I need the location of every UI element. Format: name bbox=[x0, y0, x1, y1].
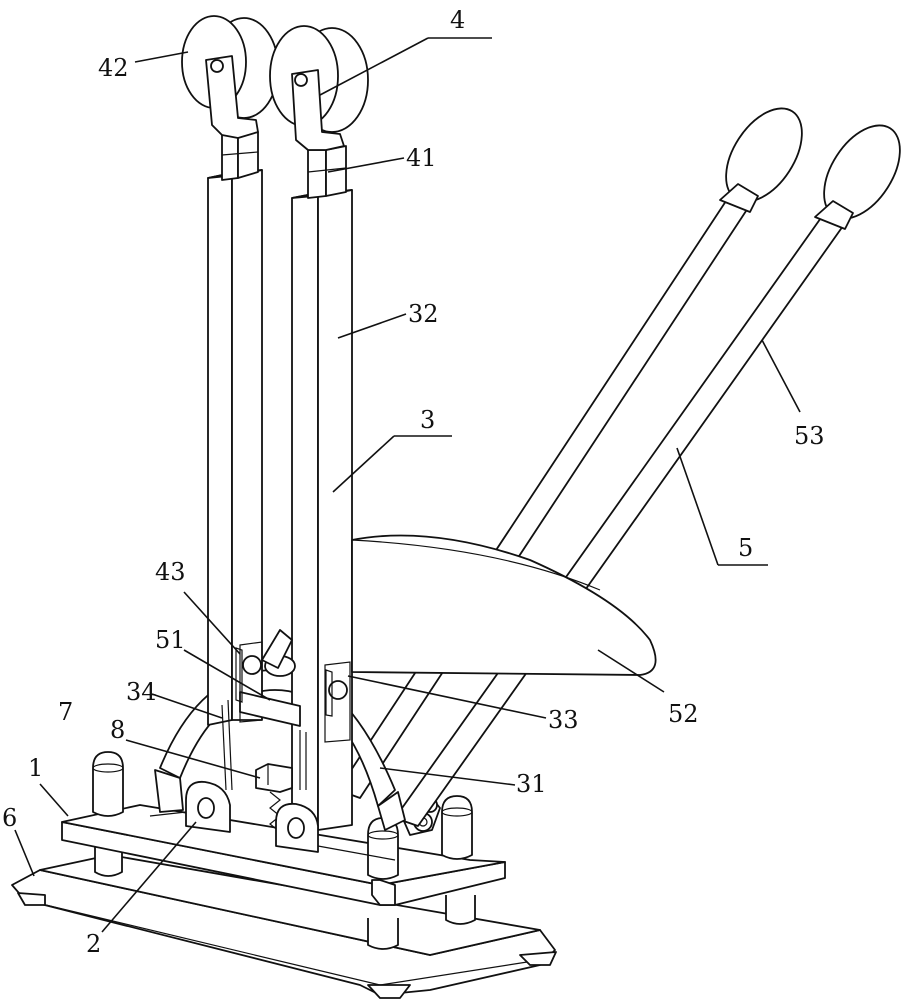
seat bbox=[351, 534, 657, 676]
label-5: 5 bbox=[738, 534, 753, 562]
label-6: 6 bbox=[2, 804, 17, 832]
label-1: 1 bbox=[28, 754, 43, 782]
callout-labels: 42 4 41 32 3 53 5 43 51 34 33 52 7 8 31 … bbox=[2, 6, 825, 958]
spring-bolt bbox=[221, 699, 307, 833]
small-brackets bbox=[149, 780, 396, 861]
label-42: 42 bbox=[98, 54, 129, 82]
label-52: 52 bbox=[668, 700, 699, 728]
support-feet bbox=[94, 845, 476, 950]
label-53: 53 bbox=[794, 422, 825, 450]
label-4: 4 bbox=[450, 6, 465, 34]
columns bbox=[207, 131, 353, 837]
linkage bbox=[235, 629, 348, 727]
pulleys bbox=[181, 15, 369, 151]
label-51: 51 bbox=[155, 626, 186, 654]
base-plate bbox=[11, 854, 557, 999]
label-32: 32 bbox=[408, 300, 439, 328]
handle-rods bbox=[337, 107, 901, 827]
label-43: 43 bbox=[155, 558, 186, 586]
label-2: 2 bbox=[86, 930, 101, 958]
label-3: 3 bbox=[420, 406, 435, 434]
label-8: 8 bbox=[110, 716, 125, 744]
label-33: 33 bbox=[548, 706, 579, 734]
pillars bbox=[92, 751, 473, 880]
label-31: 31 bbox=[516, 770, 547, 798]
label-41: 41 bbox=[406, 144, 437, 172]
leader-lines bbox=[14, 37, 801, 933]
label-7: 7 bbox=[58, 698, 73, 726]
label-34: 34 bbox=[126, 678, 157, 706]
